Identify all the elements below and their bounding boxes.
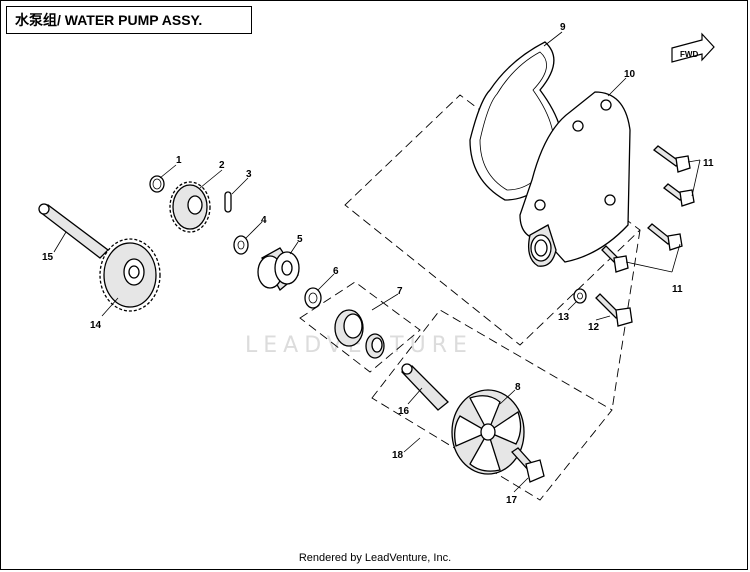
part-12-bolt — [595, 293, 633, 327]
part-15-shaft — [38, 203, 109, 259]
callout-17: 17 — [506, 495, 518, 506]
part-8-impeller — [451, 389, 525, 475]
part-1-circlip — [149, 175, 165, 193]
part-5-bearing — [257, 247, 300, 291]
callout-14: 14 — [90, 320, 102, 331]
fwd-arrow-icon: FWD — [671, 32, 715, 63]
fwd-label: FWD — [680, 50, 698, 59]
callout-18: 18 — [392, 450, 404, 461]
part-3-pin — [224, 191, 232, 213]
callout-6: 6 — [333, 266, 339, 277]
part-13-washer — [573, 288, 587, 304]
part-14-gear — [99, 238, 161, 312]
part-2-gear — [169, 181, 211, 233]
callout-9: 9 — [560, 22, 566, 33]
callout-labels: 1 2 3 4 5 6 7 8 9 10 11 11 12 13 14 15 1… — [42, 22, 714, 506]
callout-15: 15 — [42, 252, 54, 263]
part-6-washer — [304, 287, 322, 309]
part-17-bolt — [511, 447, 545, 483]
callout-4: 4 — [261, 215, 267, 226]
callout-10: 10 — [624, 69, 636, 80]
seal-group-outline — [299, 281, 421, 373]
callout-5: 5 — [297, 234, 303, 245]
diagram-title-text: 水泵组/ WATER PUMP ASSY. — [15, 12, 203, 28]
part-4-washer — [233, 235, 249, 255]
diagram-title: 水泵组/ WATER PUMP ASSY. — [6, 6, 252, 34]
callout-11b: 11 — [672, 284, 683, 295]
callout-2: 2 — [219, 160, 225, 171]
callout-8: 8 — [515, 382, 521, 393]
callout-16: 16 — [398, 406, 410, 417]
callout-3: 3 — [246, 169, 252, 180]
part-16-pump-shaft — [400, 363, 449, 411]
part-11-bolts — [601, 145, 695, 273]
callout-7: 7 — [397, 286, 403, 297]
leader-lines — [53, 31, 701, 493]
callout-11a: 11 — [703, 158, 714, 169]
callout-1: 1 — [176, 155, 182, 166]
footer-credit: Rendered by LeadVenture, Inc. — [298, 552, 452, 564]
part-10-pump-housing — [519, 91, 631, 267]
part-7-seal — [334, 309, 385, 359]
callout-12: 12 — [588, 322, 600, 333]
callout-13: 13 — [558, 312, 570, 323]
